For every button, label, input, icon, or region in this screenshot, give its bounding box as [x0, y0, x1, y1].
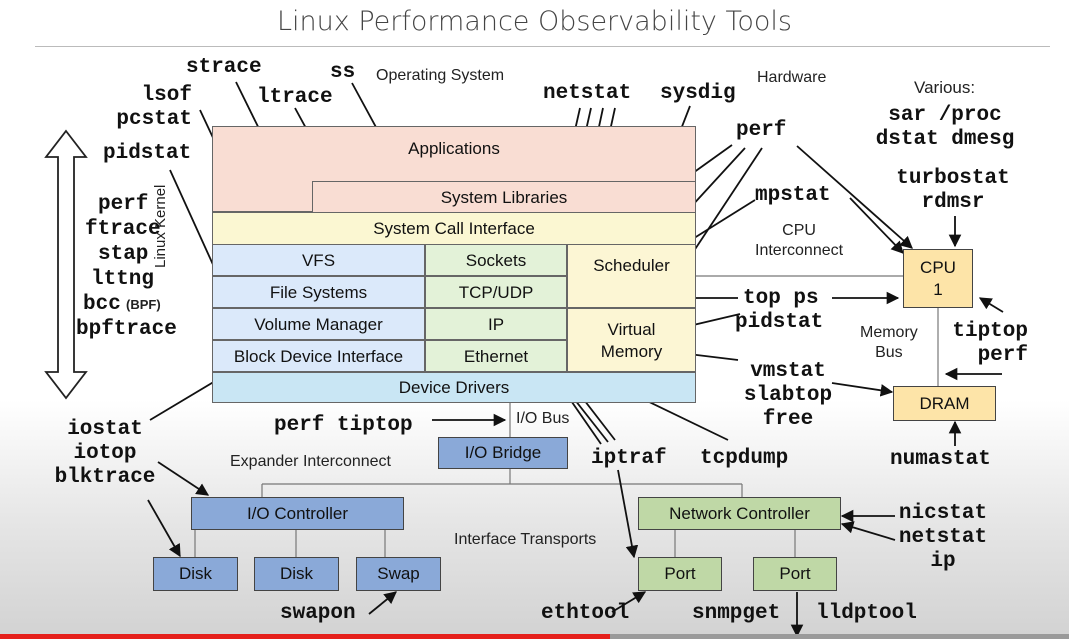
- bpf-note: (BPF): [126, 297, 161, 312]
- layer-scheduler: Scheduler: [567, 244, 696, 308]
- layer-vfs: VFS: [212, 244, 425, 276]
- tool-vmstat-slabtop-free: vmstat slabtop free: [743, 360, 833, 431]
- disk-box: Disk: [153, 557, 238, 591]
- layer-ip: IP: [425, 308, 567, 340]
- expander-interconnect-label: Expander Interconnect: [230, 453, 391, 470]
- port-box: Port: [638, 557, 722, 591]
- tool-strace: strace: [186, 56, 262, 79]
- layer-file-systems: File Systems: [212, 276, 425, 308]
- network-controller-box: Network Controller: [638, 497, 841, 530]
- tool-tcpdump: tcpdump: [700, 447, 789, 470]
- layer-syscall-interface: System Call Interface: [212, 212, 696, 245]
- tool-netstat: netstat: [543, 82, 632, 105]
- layer-ethernet: Ethernet: [425, 340, 567, 372]
- tool-tiptop-perf: tiptop perf: [952, 320, 1028, 367]
- layer-sockets: Sockets: [425, 244, 567, 276]
- tool-ltrace: ltrace: [257, 86, 333, 109]
- cpu-interconnect-label: CPU Interconnect: [755, 222, 844, 259]
- tool-iptraf: iptraf: [591, 447, 667, 470]
- layer-system-libraries: System Libraries: [312, 181, 696, 212]
- tool-iostat-iotop-blktrace: iostat iotop blktrace: [54, 418, 156, 489]
- tool-lldptool: lldptool: [816, 602, 917, 625]
- tool-perf-tiptop: perf tiptop: [274, 414, 413, 437]
- interface-transports-label: Interface Transports: [454, 531, 597, 548]
- tool-bcc: bcc: [83, 293, 121, 316]
- tool-lsof-pcstat: lsof pcstat: [116, 84, 192, 131]
- video-progress-played[interactable]: [0, 634, 610, 639]
- port-box: Port: [753, 557, 837, 591]
- memory-bus-label: Memory Bus: [860, 324, 918, 361]
- layer-volume-manager: Volume Manager: [212, 308, 425, 340]
- tool-swapon: swapon: [280, 602, 356, 625]
- title-divider: [35, 46, 1050, 47]
- tool-pidstat: pidstat: [103, 142, 192, 165]
- io-bus-label: I/O Bus: [516, 410, 570, 427]
- tool-stap: stap: [98, 243, 149, 266]
- double-arrow-icon: [44, 129, 88, 400]
- layer-device-drivers: Device Drivers: [212, 372, 696, 403]
- disk-box: Disk: [254, 557, 339, 591]
- cpu-box: CPU 1: [903, 249, 973, 308]
- tool-nicstat-netstat-ip: nicstat netstat ip: [898, 502, 988, 573]
- tool-mpstat: mpstat: [755, 184, 831, 207]
- tool-ethtool: ethtool: [541, 602, 630, 625]
- tool-perf: perf: [98, 193, 149, 216]
- tool-various-list: sar /proc dstat dmesg: [875, 104, 1015, 151]
- tool-ss: ss: [330, 61, 356, 84]
- dram-box: DRAM: [893, 386, 996, 421]
- page-title: Linux Performance Observability Tools: [276, 6, 792, 37]
- region-hardware-label: Hardware: [757, 69, 827, 86]
- layer-virtual-memory: Virtual Memory: [567, 308, 696, 372]
- layer-block-device-interface: Block Device Interface: [212, 340, 425, 372]
- tool-snmpget: snmpget: [692, 602, 781, 625]
- video-progress-remaining[interactable]: [610, 634, 1069, 639]
- tool-perf-hw: perf: [736, 119, 787, 142]
- io-controller-box: I/O Controller: [191, 497, 404, 530]
- various-label: Various:: [914, 78, 976, 97]
- tool-top-ps: top ps: [743, 287, 819, 310]
- tool-sysdig: sysdig: [660, 82, 736, 105]
- tool-ftrace: ftrace: [85, 218, 161, 241]
- region-os-label: Operating System: [376, 67, 505, 84]
- tool-bpftrace: bpftrace: [76, 318, 177, 341]
- tool-lttng: lttng: [91, 268, 155, 291]
- tool-pidstat-hw: pidstat: [735, 311, 824, 334]
- io-bridge-box: I/O Bridge: [438, 437, 568, 469]
- tool-turbostat-rdmsr: turbostat rdmsr: [896, 167, 1010, 214]
- tool-numastat: numastat: [890, 448, 991, 471]
- layer-tcp-udp: TCP/UDP: [425, 276, 567, 308]
- swap-box: Swap: [356, 557, 441, 591]
